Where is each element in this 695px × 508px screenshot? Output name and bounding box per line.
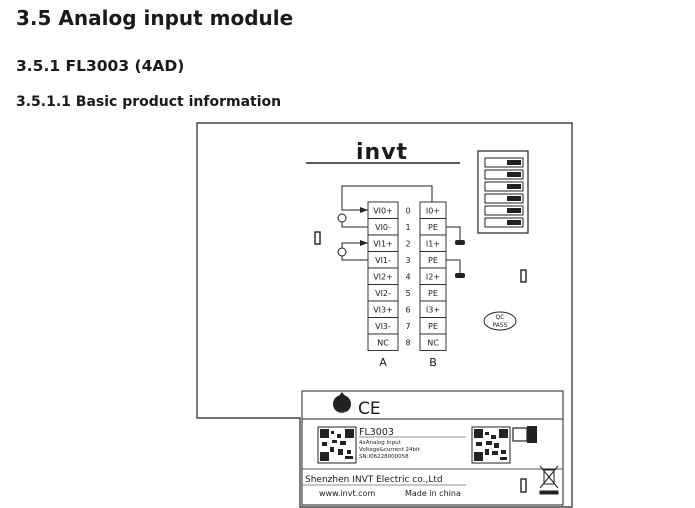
qc-stamp-text: QC: [496, 314, 505, 321]
arrow-right-icon: [360, 207, 368, 213]
terminal-number: 3: [405, 256, 410, 265]
section-heading: 3.5 Analog input module: [16, 6, 294, 30]
terminal-a-label: VI1+: [373, 239, 393, 248]
qc-pass-stamp: [483, 311, 517, 331]
qr-code-right: [471, 426, 511, 464]
subsubsection-heading: 3.5.1.1 Basic product information: [16, 94, 282, 110]
terminal-number: 7: [405, 322, 410, 331]
voltage-source-icon: [337, 213, 347, 223]
terminal-a-label: VI0+: [373, 206, 393, 215]
product-description: Voltage&current 24bit: [359, 447, 421, 453]
terminal-number: 6: [405, 305, 410, 314]
terminal-a-box: [367, 333, 399, 351]
terminal-b-box: [419, 333, 447, 351]
terminal-b-label: I0+: [426, 206, 440, 215]
qc-stamp-text: PASS: [493, 322, 508, 329]
ground-icon: [455, 273, 465, 278]
terminal-b-label: I3+: [426, 305, 440, 314]
ce-mark: CE: [358, 399, 381, 419]
manufacturer-name: Shenzhen INVT Electric co.,Ltd: [305, 475, 443, 485]
arrow-right-icon: [360, 240, 368, 246]
terminal-b-label: PE: [428, 223, 438, 232]
product-model: FL3003: [359, 427, 394, 438]
terminal-b-label: I2+: [426, 272, 440, 281]
terminal-b-label: PE: [428, 256, 438, 265]
terminal-b-label: NC: [427, 338, 439, 347]
terminal-number: 4: [405, 272, 410, 281]
terminal-a-label: VI2-: [375, 289, 391, 298]
terminal-a-label: VI3-: [375, 322, 391, 331]
weee-bin-icon: [539, 465, 559, 495]
terminal-number: 0: [405, 206, 410, 215]
bottom-clip: [520, 478, 527, 493]
label-clip-tab: [527, 426, 537, 443]
terminal-a-label: NC: [377, 338, 389, 347]
ground-icon: [455, 240, 465, 245]
current-source-icon: [337, 247, 347, 257]
terminal-b-label: PE: [428, 322, 438, 331]
terminal-a-label: VI2+: [373, 272, 393, 281]
made-in-text: Made in china: [405, 489, 461, 498]
svg-text:RoHS: RoHS: [336, 411, 348, 417]
qr-code-left: [317, 426, 357, 464]
side-clip-left: [314, 231, 321, 245]
website-url: www.invt.com: [319, 489, 375, 498]
product-description: 4xAnalog Input: [359, 440, 402, 446]
terminal-a-label: VI0-: [375, 223, 391, 232]
module-housing-outline: [196, 122, 573, 508]
terminal-b-label: PE: [428, 289, 438, 298]
side-clip-right: [520, 269, 527, 283]
column-a-label: A: [379, 356, 387, 369]
subsection-heading: 3.5.1 FL3003 (4AD): [16, 57, 185, 75]
terminal-number-column: 0 1 2 3 4 5 6 7 8: [405, 206, 410, 347]
terminal-column-a: VI0+ VI0- VI1+ VI1- VI2+ VI2- VI3+ VI3- NC: [367, 201, 399, 351]
column-b-label: B: [429, 356, 437, 369]
product-label-panel: [301, 390, 564, 506]
brand-logo: invt: [356, 140, 408, 165]
label-clip: [512, 427, 528, 442]
terminal-number: 2: [405, 239, 410, 248]
serial-number: SN:I06228000058: [359, 454, 409, 460]
terminal-column-b: I0+ PE I1+ PE I2+ PE I3+ PE NC: [419, 201, 447, 351]
terminal-number: 5: [405, 289, 410, 298]
terminal-a-label: VI3+: [373, 305, 393, 314]
rohs-badge: RoHS: [333, 392, 351, 417]
terminal-number: 8: [405, 338, 410, 347]
terminal-number: 1: [405, 223, 410, 232]
dip-switch-block: [477, 150, 529, 234]
terminal-a-label: VI1-: [375, 256, 391, 265]
terminal-b-label: I1+: [426, 239, 440, 248]
